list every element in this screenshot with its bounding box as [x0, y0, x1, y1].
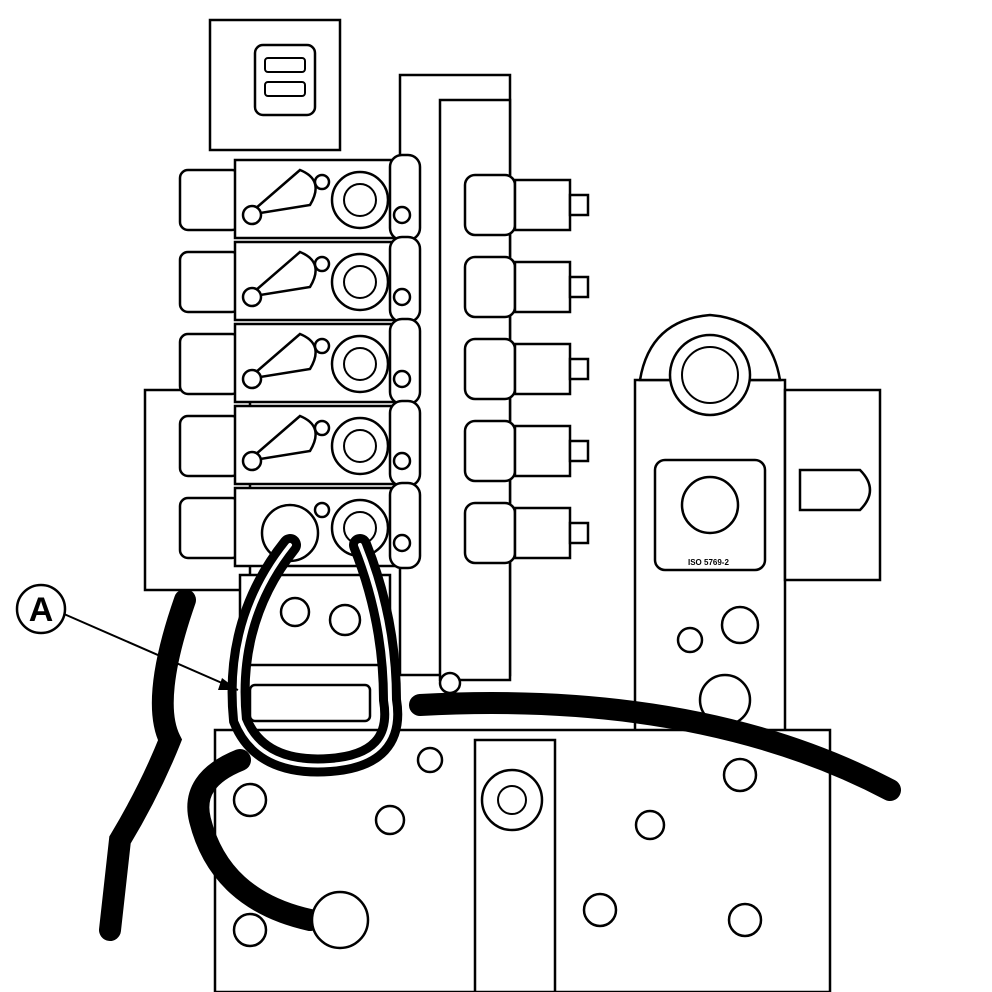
valve-section — [178, 153, 422, 242]
solenoid — [463, 337, 590, 401]
solenoid — [463, 173, 590, 237]
plate-text: ISO 5769-2 — [688, 558, 729, 567]
solenoid — [463, 255, 590, 319]
coupler-bracket: ISO 5769-2 — [633, 313, 882, 762]
valve-section — [178, 399, 422, 488]
valve-sections — [178, 153, 422, 570]
valve-section — [178, 235, 422, 324]
callout-label: A — [29, 591, 54, 629]
solenoids — [463, 173, 590, 565]
valve-section — [178, 317, 422, 406]
callout-a: A — [15, 583, 239, 691]
hoses — [99, 534, 901, 950]
solenoid — [463, 501, 590, 565]
solenoid — [463, 419, 590, 483]
